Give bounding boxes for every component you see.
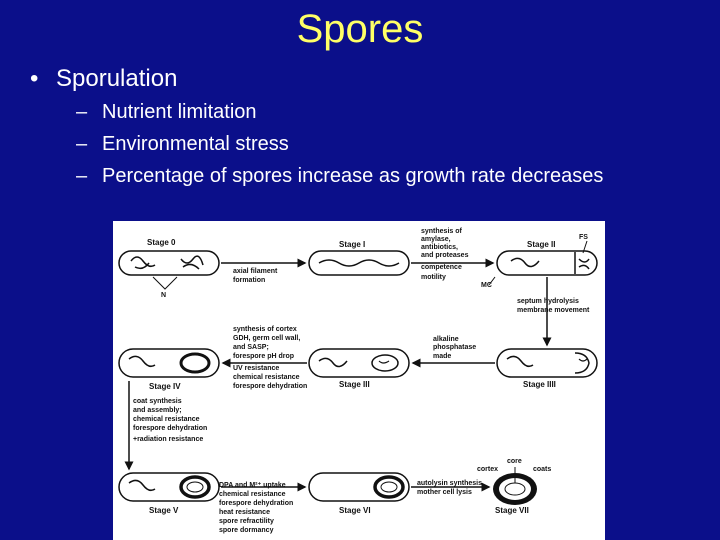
cell-stage-vi [308, 472, 410, 502]
note-line: competence [421, 264, 462, 271]
sub-bullet-1: –Nutrient limitation [76, 100, 622, 124]
note-line: synthesis of cortex [233, 326, 297, 333]
note-line: DPA and M²⁺ uptake [219, 482, 286, 489]
dash-marker: – [76, 101, 88, 123]
note-synthesis-cortex: synthesis of cortex GDH, germ cell wall,… [233, 326, 307, 390]
dash-marker: – [76, 165, 88, 187]
sub-bullet-text: Environmental stress [102, 133, 289, 155]
cell-stage-iv [118, 348, 220, 378]
note-line: axial filament [233, 268, 278, 275]
note-line: formation [233, 277, 265, 284]
marker-n: N [161, 292, 166, 299]
label-stage-v: Stage V [149, 506, 179, 515]
note-line: mother cell lysis [417, 489, 472, 496]
free-spore-stage-vii [493, 467, 537, 505]
note-line: antibiotics, [421, 244, 458, 251]
note-line: and SASP; [233, 344, 269, 351]
note-line: autolysin synthesis [417, 480, 482, 487]
label-stage-2: Stage II [527, 240, 555, 249]
note-line: motility [421, 274, 446, 281]
bullet-dot: • [30, 65, 39, 92]
marker-mc: MC [481, 282, 492, 289]
note-synthesis-amylase: synthesis of amylase, antibiotics, and p… [421, 228, 469, 281]
note-line: synthesis of [421, 228, 463, 235]
dash-marker: – [76, 133, 88, 155]
sporulation-diagram-svg: Stage 0 Stage I Stage II Stage IV Stage … [118, 228, 598, 534]
cell-stage-0 [118, 250, 220, 276]
label-stage-1: Stage I [339, 240, 365, 249]
sub-bullet-3: –Percentage of spores increase as growth… [76, 164, 622, 188]
note-line: spore refractility [219, 518, 274, 525]
fs-pointer [582, 240, 588, 254]
label-coats: coats [533, 466, 551, 473]
sub-bullet-text: Percentage of spores increase as growth … [102, 165, 604, 187]
cell-stage-v [118, 472, 220, 502]
cell-stage-1 [308, 250, 410, 276]
sub-bullet-text: Nutrient limitation [102, 101, 257, 123]
note-line: forespore pH drop [233, 353, 294, 360]
bullet-text: Sporulation [56, 65, 178, 92]
note-line: forespore dehydration [133, 425, 207, 432]
note-line: made [433, 353, 451, 360]
slide-title: Spores [296, 7, 424, 51]
label-stage-vii: Stage VII [495, 506, 529, 515]
label-stage-0: Stage 0 [147, 238, 176, 247]
cell-stage-iiii [496, 348, 598, 378]
cell-stage-iii [308, 348, 410, 378]
label-stage-vi: Stage VI [339, 506, 371, 515]
note-line: septum hydrolysis [517, 298, 579, 305]
cell-stage-2 [496, 250, 598, 276]
note-line: membrane movement [517, 307, 590, 314]
marker-fs: FS [579, 234, 588, 241]
label-stage-iii: Stage III [339, 380, 370, 389]
note-axial-filament: axial filament formation [233, 268, 278, 284]
note-line: forespore dehydration [219, 500, 293, 507]
note-line: chemical resistance [219, 491, 286, 498]
bullet-sporulation: • Sporulation [30, 64, 177, 94]
note-line: and proteases [421, 252, 469, 259]
note-line: chemical resistance [133, 416, 200, 423]
sub-bullet-2: –Environmental stress [76, 132, 622, 156]
note-line: UV resistance [233, 365, 279, 372]
label-stage-iiii: Stage IIII [523, 380, 556, 389]
note-coat-synthesis: coat synthesis and assembly; chemical re… [133, 398, 207, 443]
label-core: core [507, 458, 522, 465]
note-line: GDH, germ cell wall, [233, 335, 300, 342]
note-autolysin: autolysin synthesis mother cell lysis [417, 480, 482, 496]
note-alkaline-phosphatase: alkaline phosphatase made [433, 336, 476, 360]
note-line: forespore dehydration [233, 383, 307, 390]
note-line: spore dormancy [219, 527, 274, 534]
note-line: phosphatase [433, 344, 476, 351]
label-stage-iv: Stage IV [149, 382, 181, 391]
note-line: alkaline [433, 336, 459, 343]
note-septum-hydrolysis: septum hydrolysis membrane movement [517, 298, 590, 314]
label-cortex: cortex [477, 466, 498, 473]
note-line: +radiation resistance [133, 436, 203, 443]
nucleoid-pointer [152, 276, 178, 290]
note-line: chemical resistance [233, 374, 300, 381]
note-line: coat synthesis [133, 398, 182, 405]
note-line: heat resistance [219, 509, 270, 516]
note-dpa-uptake: DPA and M²⁺ uptake chemical resistance f… [219, 482, 293, 534]
note-line: and assembly; [133, 407, 182, 414]
sporulation-diagram: Stage 0 Stage I Stage II Stage IV Stage … [113, 221, 605, 540]
mc-pointer [488, 276, 496, 286]
note-line: amylase, [421, 236, 451, 243]
